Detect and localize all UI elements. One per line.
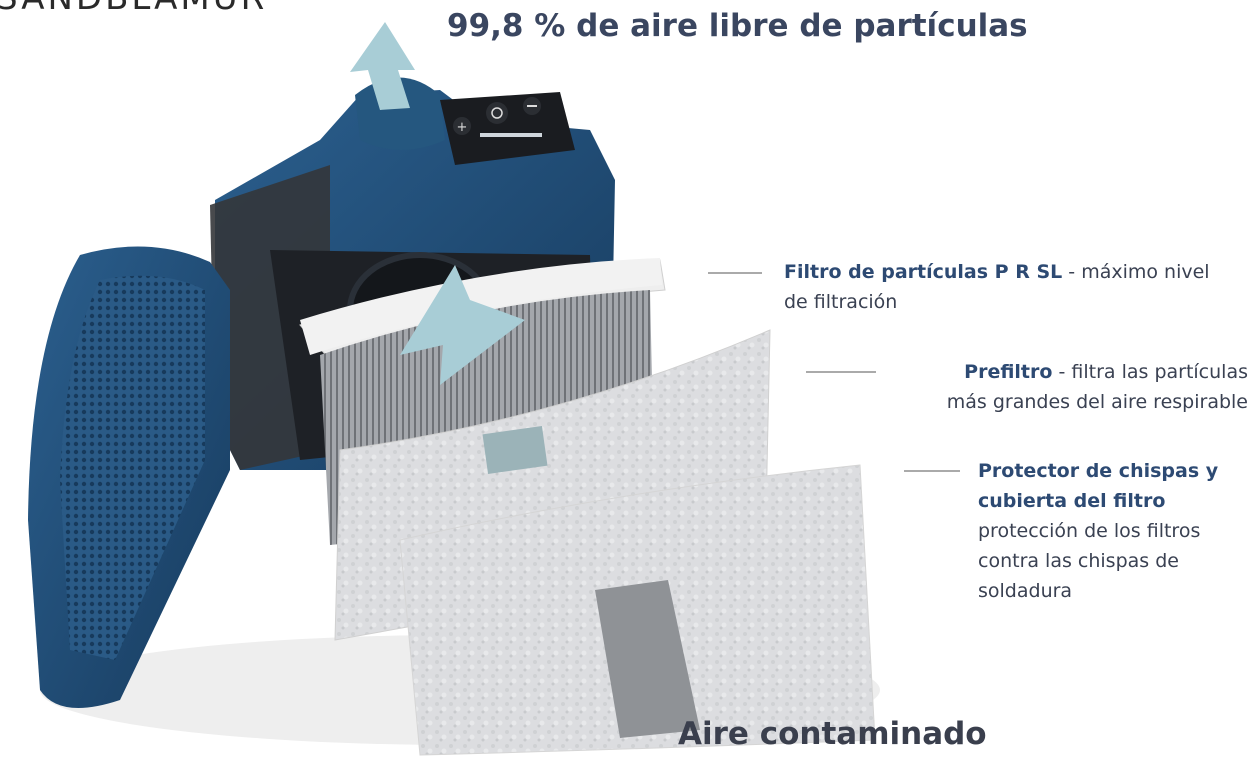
level-slider[interactable] <box>480 133 542 137</box>
callout-3-title-2: cubierta del filtro <box>978 490 1166 512</box>
callout-2-sep: - <box>1052 361 1072 383</box>
callout-spark-protector: Protector de chispas y cubierta del filt… <box>978 456 1248 606</box>
callout-2-title: Prefiltro <box>964 361 1053 383</box>
callout-particle-filter: Filtro de partículas P R SL - máximo niv… <box>784 257 1244 317</box>
outflow-arrow <box>350 22 415 110</box>
inflow-arrow <box>400 265 525 385</box>
spark-protector-tab <box>595 580 700 738</box>
minus-icon[interactable] <box>523 97 541 115</box>
svg-text:+: + <box>457 120 468 135</box>
callout-1-title: Filtro de partículas P R SL <box>784 261 1063 283</box>
header-fragment: SANDBLAMUR <box>0 0 267 18</box>
plus-icon[interactable]: + <box>453 117 471 135</box>
callout-3-line-1: protección de los filtros <box>978 520 1201 542</box>
power-icon[interactable] <box>486 102 508 124</box>
clean-air-label: 99,8 % de aire libre de partículas <box>447 8 1028 44</box>
callout-3-line-3: soldadura <box>978 580 1073 602</box>
callout-2-line2: más grandes del aire respirable <box>946 391 1248 413</box>
callout-1-text: máximo nivel <box>1081 261 1210 283</box>
prefilter-tab <box>482 426 548 474</box>
callout-3-line-2: contra las chispas de <box>978 550 1179 572</box>
door-mesh <box>60 275 205 660</box>
control-panel <box>440 92 575 165</box>
callout-1-line2: de filtración <box>784 291 898 313</box>
callout-1-sep: - <box>1062 261 1082 283</box>
callout-2-text: filtra las partículas <box>1071 361 1248 383</box>
contaminated-air-label: Aire contaminado <box>678 716 987 752</box>
callout-3-title-1: Protector de chispas y <box>978 460 1219 482</box>
callout-prefilter: Prefiltro - filtra las partículas más gr… <box>858 357 1248 417</box>
